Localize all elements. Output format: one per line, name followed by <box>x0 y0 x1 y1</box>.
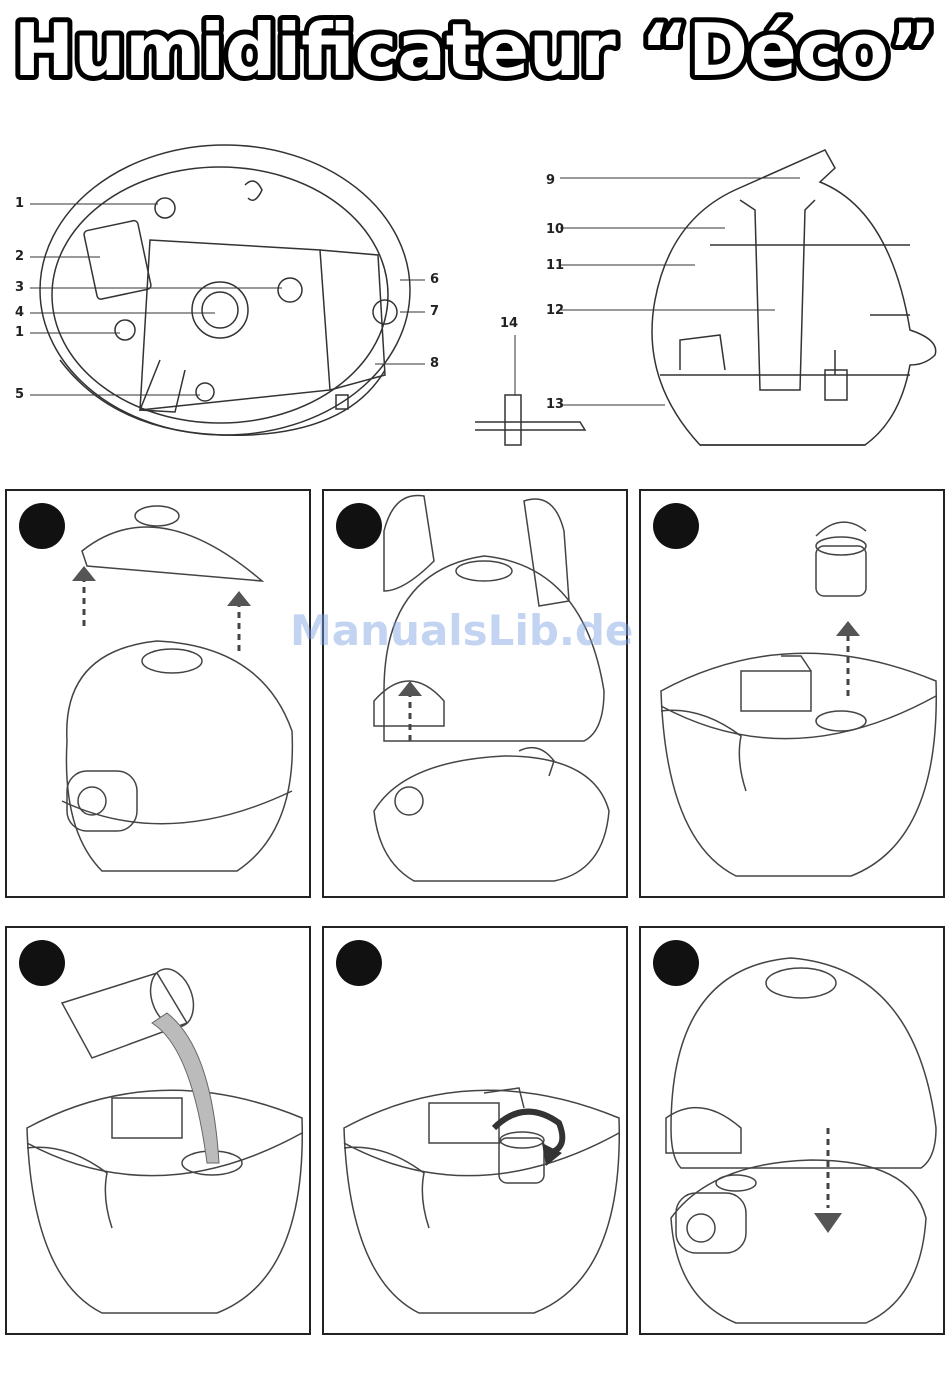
document-title: Humidificateur “Déco” <box>0 0 950 100</box>
step-3-illustration <box>641 491 945 898</box>
callout-8: 8 <box>430 356 439 371</box>
step-2-illustration <box>324 491 628 898</box>
step-4-illustration <box>7 928 311 1335</box>
watermark: ManualsLib.de <box>290 606 670 655</box>
callout-13: 13 <box>546 397 564 412</box>
step-panel-1 <box>5 489 311 898</box>
callout-12: 12 <box>546 303 564 318</box>
callout-11: 11 <box>546 258 564 273</box>
callout-5: 5 <box>15 387 24 402</box>
title-text: Humidificateur “Déco” <box>14 8 937 92</box>
base-unit-diagram <box>0 130 470 460</box>
step-panel-5 <box>322 926 628 1335</box>
step-panel-4 <box>5 926 311 1335</box>
callout-6: 6 <box>430 272 439 287</box>
callout-9: 9 <box>546 173 555 188</box>
callout-3: 3 <box>15 280 24 295</box>
callout-10: 10 <box>546 222 564 237</box>
callout-14: 14 <box>500 316 518 331</box>
step-5-illustration <box>324 928 628 1335</box>
callout-1b: 1 <box>15 325 24 340</box>
callout-2: 2 <box>15 249 24 264</box>
step-6-illustration <box>641 928 945 1335</box>
step-panel-2 <box>322 489 628 898</box>
callout-1a: 1 <box>15 196 24 211</box>
step-panel-3 <box>639 489 945 898</box>
cross-section-diagram <box>470 140 950 460</box>
callout-7: 7 <box>430 304 439 319</box>
step-panel-6 <box>639 926 945 1335</box>
step-1-illustration <box>7 491 311 898</box>
callout-4: 4 <box>15 305 24 320</box>
